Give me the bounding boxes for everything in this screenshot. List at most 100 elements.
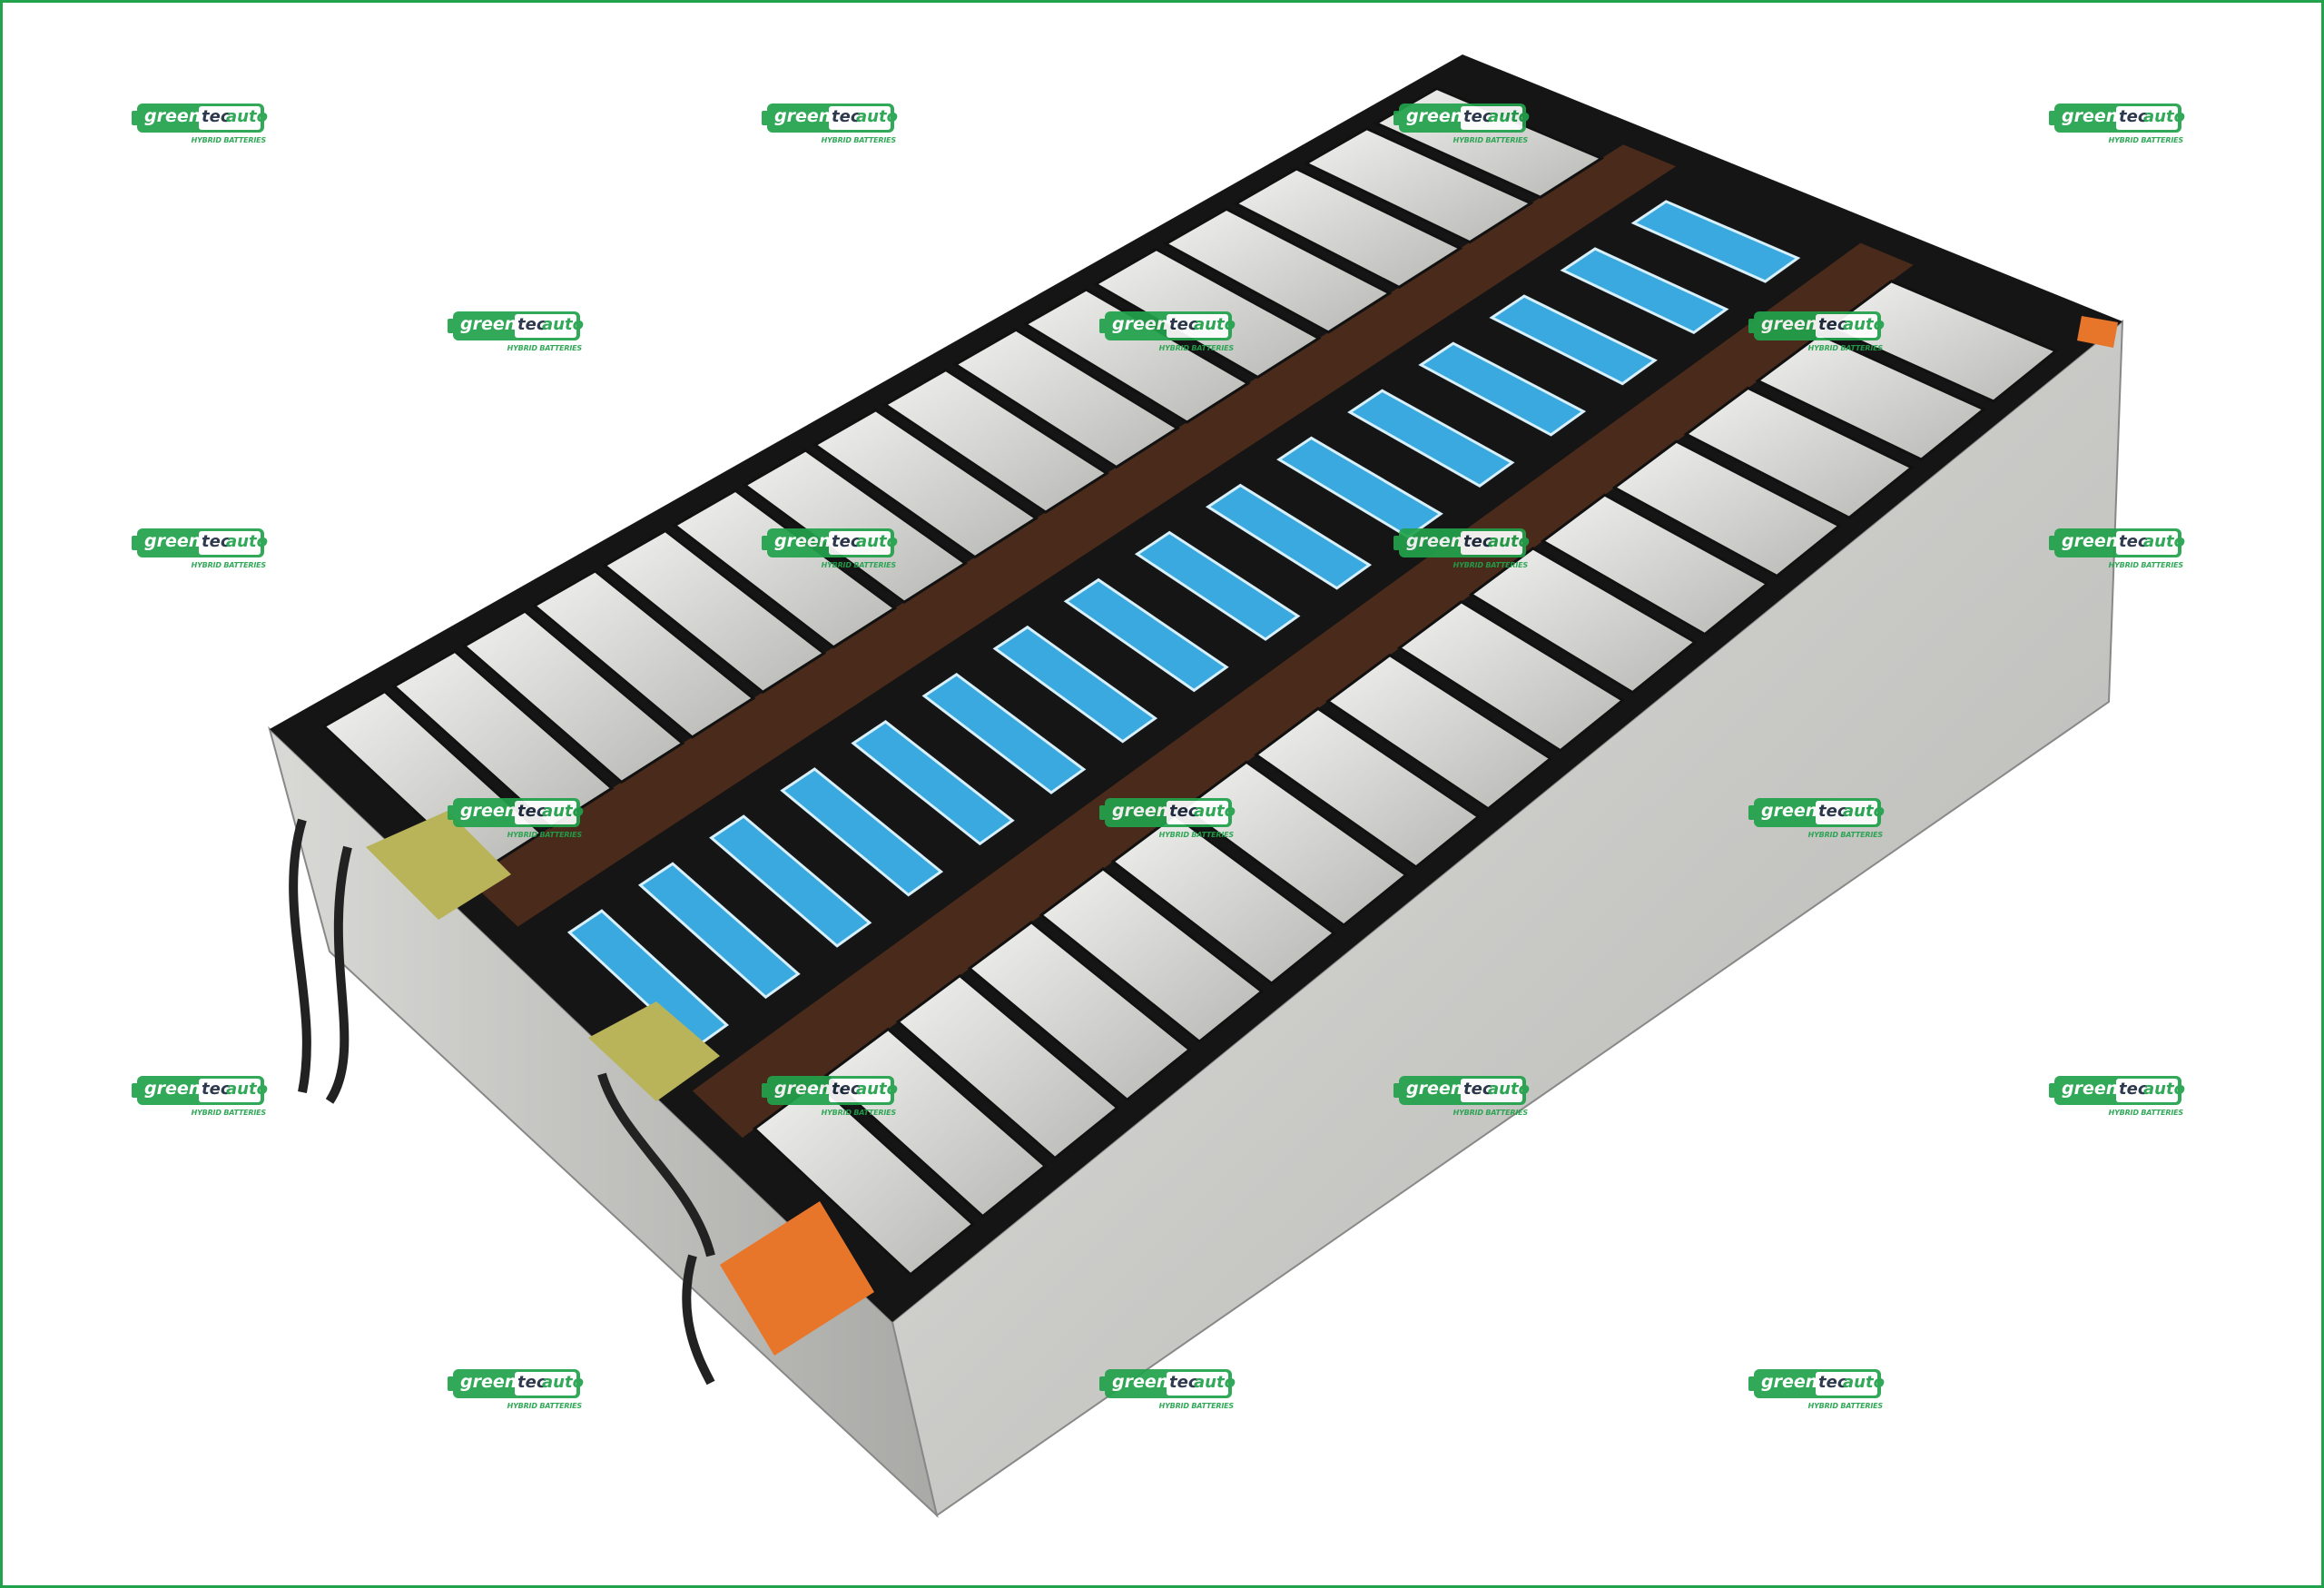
logo-word-tec: tec bbox=[832, 532, 861, 551]
logo-tagline: HYBRID BATTERIES bbox=[1807, 1402, 1884, 1410]
logo-word-green: green bbox=[144, 1079, 202, 1099]
logo-word-green: green bbox=[460, 801, 517, 821]
logo-word-green: green bbox=[2062, 106, 2119, 126]
logo-word-auto: auto bbox=[542, 315, 584, 334]
logo-word-tec: tec bbox=[517, 802, 547, 821]
battery-cell bbox=[532, 569, 756, 739]
coolant-channel bbox=[780, 767, 944, 897]
battery-cell bbox=[1683, 386, 1915, 519]
logo-tagline: HYBRID BATTERIES bbox=[1452, 561, 1529, 569]
logo-word-tec: tec bbox=[1463, 1080, 1492, 1099]
battery-cell bbox=[1468, 547, 1698, 695]
logo-word-green: green bbox=[774, 106, 832, 126]
logo-word-green: green bbox=[2062, 1079, 2119, 1099]
logo-tagline: HYBRID BATTERIES bbox=[1158, 344, 1235, 352]
battery-pack bbox=[268, 54, 2124, 1518]
logo-word-auto: auto bbox=[226, 107, 268, 126]
battery-cell bbox=[1163, 207, 1393, 334]
logo-word-auto: auto bbox=[226, 1080, 268, 1099]
coolant-channel bbox=[1630, 200, 1801, 283]
logo-word-auto: auto bbox=[1843, 1373, 1885, 1392]
battery-cell bbox=[462, 609, 685, 784]
coolant-channel bbox=[1347, 389, 1515, 488]
logo-word-green: green bbox=[460, 1372, 517, 1392]
battery-cell bbox=[602, 528, 827, 695]
logo-word-tec: tec bbox=[1818, 315, 1847, 334]
logo-tagline: HYBRID BATTERIES bbox=[191, 561, 267, 569]
logo-tagline: HYBRID BATTERIES bbox=[191, 1109, 267, 1117]
logo-word-auto: auto bbox=[1488, 532, 1530, 551]
logo-word-tec: tec bbox=[202, 532, 231, 551]
logo-tagline: HYBRID BATTERIES bbox=[2108, 136, 2184, 144]
battery-cell bbox=[1233, 167, 1463, 290]
logo-tagline: HYBRID BATTERIES bbox=[507, 344, 583, 352]
logo-word-auto: auto bbox=[2143, 1080, 2185, 1099]
battery-cell bbox=[1022, 288, 1251, 424]
logo-word-green: green bbox=[1112, 314, 1169, 334]
logo-tagline: HYBRID BATTERIES bbox=[821, 561, 897, 569]
logo-word-tec: tec bbox=[832, 107, 861, 126]
logo-word-green: green bbox=[774, 531, 832, 551]
battery-cell bbox=[1182, 760, 1409, 927]
coolant-channel bbox=[637, 862, 801, 1000]
logo-word-green: green bbox=[144, 531, 202, 551]
battery-cell bbox=[1396, 599, 1626, 753]
logo-word-auto: auto bbox=[2143, 107, 2185, 126]
coolant-channel bbox=[1063, 577, 1229, 693]
logo-word-green: green bbox=[144, 106, 202, 126]
logo-tagline: HYBRID BATTERIES bbox=[821, 136, 897, 144]
logo-word-tec: tec bbox=[832, 1080, 861, 1099]
coolant-channel bbox=[709, 814, 872, 948]
wiring-harness bbox=[289, 818, 715, 1386]
logo-word-auto: auto bbox=[1488, 1080, 1530, 1099]
logo-tagline: HYBRID BATTERIES bbox=[1158, 1402, 1235, 1410]
logo-word-auto: auto bbox=[1843, 315, 1885, 334]
battery-cell bbox=[1039, 867, 1265, 1044]
battery-cell bbox=[1110, 814, 1336, 986]
orange-terminal bbox=[2077, 316, 2118, 348]
logo-tagline: HYBRID BATTERIES bbox=[1807, 831, 1884, 839]
connector-board bbox=[366, 811, 511, 920]
busbar-strip bbox=[692, 242, 1914, 1139]
coolant-channel bbox=[1276, 436, 1443, 539]
logo-tagline: HYBRID BATTERIES bbox=[1807, 344, 1884, 352]
logo-tagline: HYBRID BATTERIES bbox=[2108, 561, 2184, 569]
logo-word-green: green bbox=[774, 1079, 832, 1099]
battery-cell bbox=[672, 488, 898, 649]
logo-tagline: HYBRID BATTERIES bbox=[191, 136, 267, 144]
logo-word-green: green bbox=[1406, 106, 1463, 126]
coolant-channel bbox=[1205, 483, 1373, 590]
logo-word-tec: tec bbox=[202, 1080, 231, 1099]
logo-word-tec: tec bbox=[1463, 107, 1492, 126]
logo-tagline: HYBRID BATTERIES bbox=[2108, 1109, 2184, 1117]
logo-word-auto: auto bbox=[226, 532, 268, 551]
battery-cell bbox=[952, 328, 1180, 469]
battery-cell bbox=[812, 408, 1039, 559]
battery-cell bbox=[391, 649, 615, 829]
logo-tagline: HYBRID BATTERIES bbox=[507, 831, 583, 839]
battery-cell bbox=[1254, 706, 1482, 869]
logo-word-tec: tec bbox=[1463, 532, 1492, 551]
logo-word-green: green bbox=[1406, 1079, 1463, 1099]
logo-word-auto: auto bbox=[1194, 802, 1236, 821]
logo-word-tec: tec bbox=[517, 315, 547, 334]
logo-tagline: HYBRID BATTERIES bbox=[1452, 136, 1529, 144]
connector-board bbox=[588, 1001, 720, 1101]
logo-word-green: green bbox=[460, 314, 517, 334]
battery-cell bbox=[1540, 493, 1770, 636]
logo-word-green: green bbox=[1761, 314, 1818, 334]
